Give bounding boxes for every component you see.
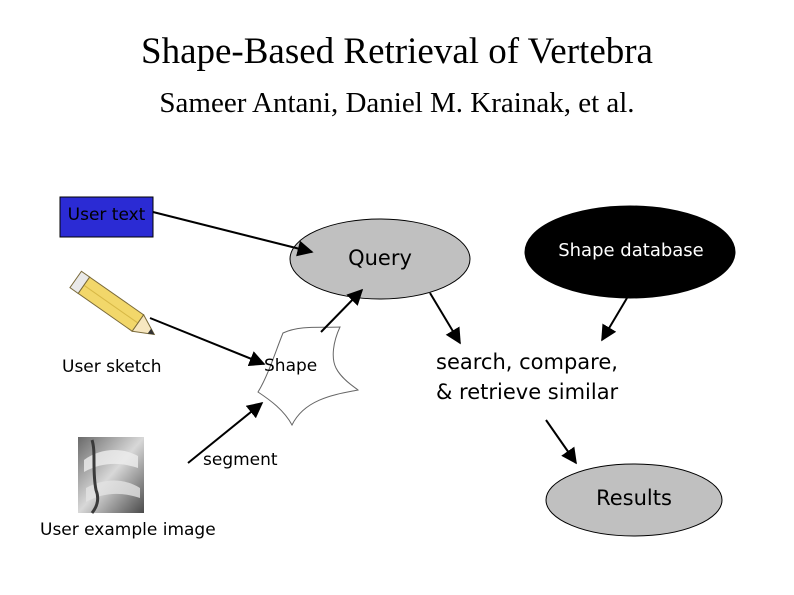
user-text-label: User text [60, 205, 153, 225]
shape-blob [258, 327, 358, 425]
arrow-user-text-to-query [153, 212, 312, 252]
arrow-database-to-search [602, 298, 627, 340]
user-sketch-label: User sketch [62, 357, 162, 377]
results-label: Results [546, 486, 722, 510]
arrow-query-to-search [430, 293, 460, 343]
arrow-sketch-to-shape [150, 318, 264, 364]
shape-label: Shape [264, 356, 317, 376]
search-line-2: & retrieve similar [436, 380, 618, 404]
query-label: Query [290, 246, 470, 270]
shape-database-label: Shape database [526, 240, 736, 261]
search-line-1: search, compare, [436, 350, 618, 374]
xray-image [78, 437, 144, 513]
arrow-shape-to-query [321, 290, 362, 332]
pencil-icon [70, 271, 160, 342]
user-example-image-label: User example image [40, 520, 216, 540]
arrow-search-to-results [546, 420, 576, 463]
segment-label: segment [203, 450, 278, 470]
